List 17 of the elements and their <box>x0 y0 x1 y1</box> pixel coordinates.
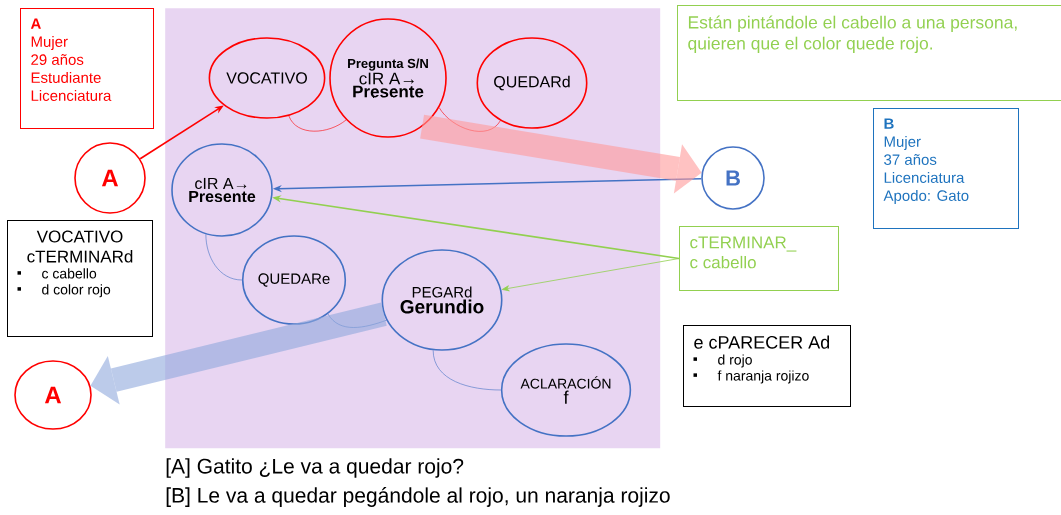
region-band <box>165 8 661 449</box>
block-arrow <box>90 302 387 405</box>
connector-line <box>288 115 347 132</box>
info-box: A Mujer 29 años Estudiante Licenciatura <box>20 8 154 129</box>
caption-text: [A] Gatito ¿Le va a quedar rojo? <box>166 458 464 478</box>
block-arrow <box>420 114 702 194</box>
note-box: Están pintándole el cabello a una persona, quieren que el color quede rojo. <box>677 5 1061 101</box>
note-box: VOCATIVO cTERMINARd c cabello d color rojo <box>7 220 153 337</box>
connector-line <box>327 313 387 328</box>
info-box: B Mujer 37 años Licenciatura Apodo: Gato <box>873 108 1019 229</box>
connector-line <box>205 234 243 281</box>
caption-text: [B] Le va a quedar pegándole al rojo, un naranja rojizo <box>166 487 670 507</box>
connector-line <box>438 107 501 132</box>
arrow <box>501 258 680 292</box>
note-box: cTERMINAR_ c cabello <box>679 226 839 291</box>
connector-line <box>432 349 502 391</box>
note-box: e cPARECER Ad d rojo f naranja rojizo <box>683 325 851 407</box>
